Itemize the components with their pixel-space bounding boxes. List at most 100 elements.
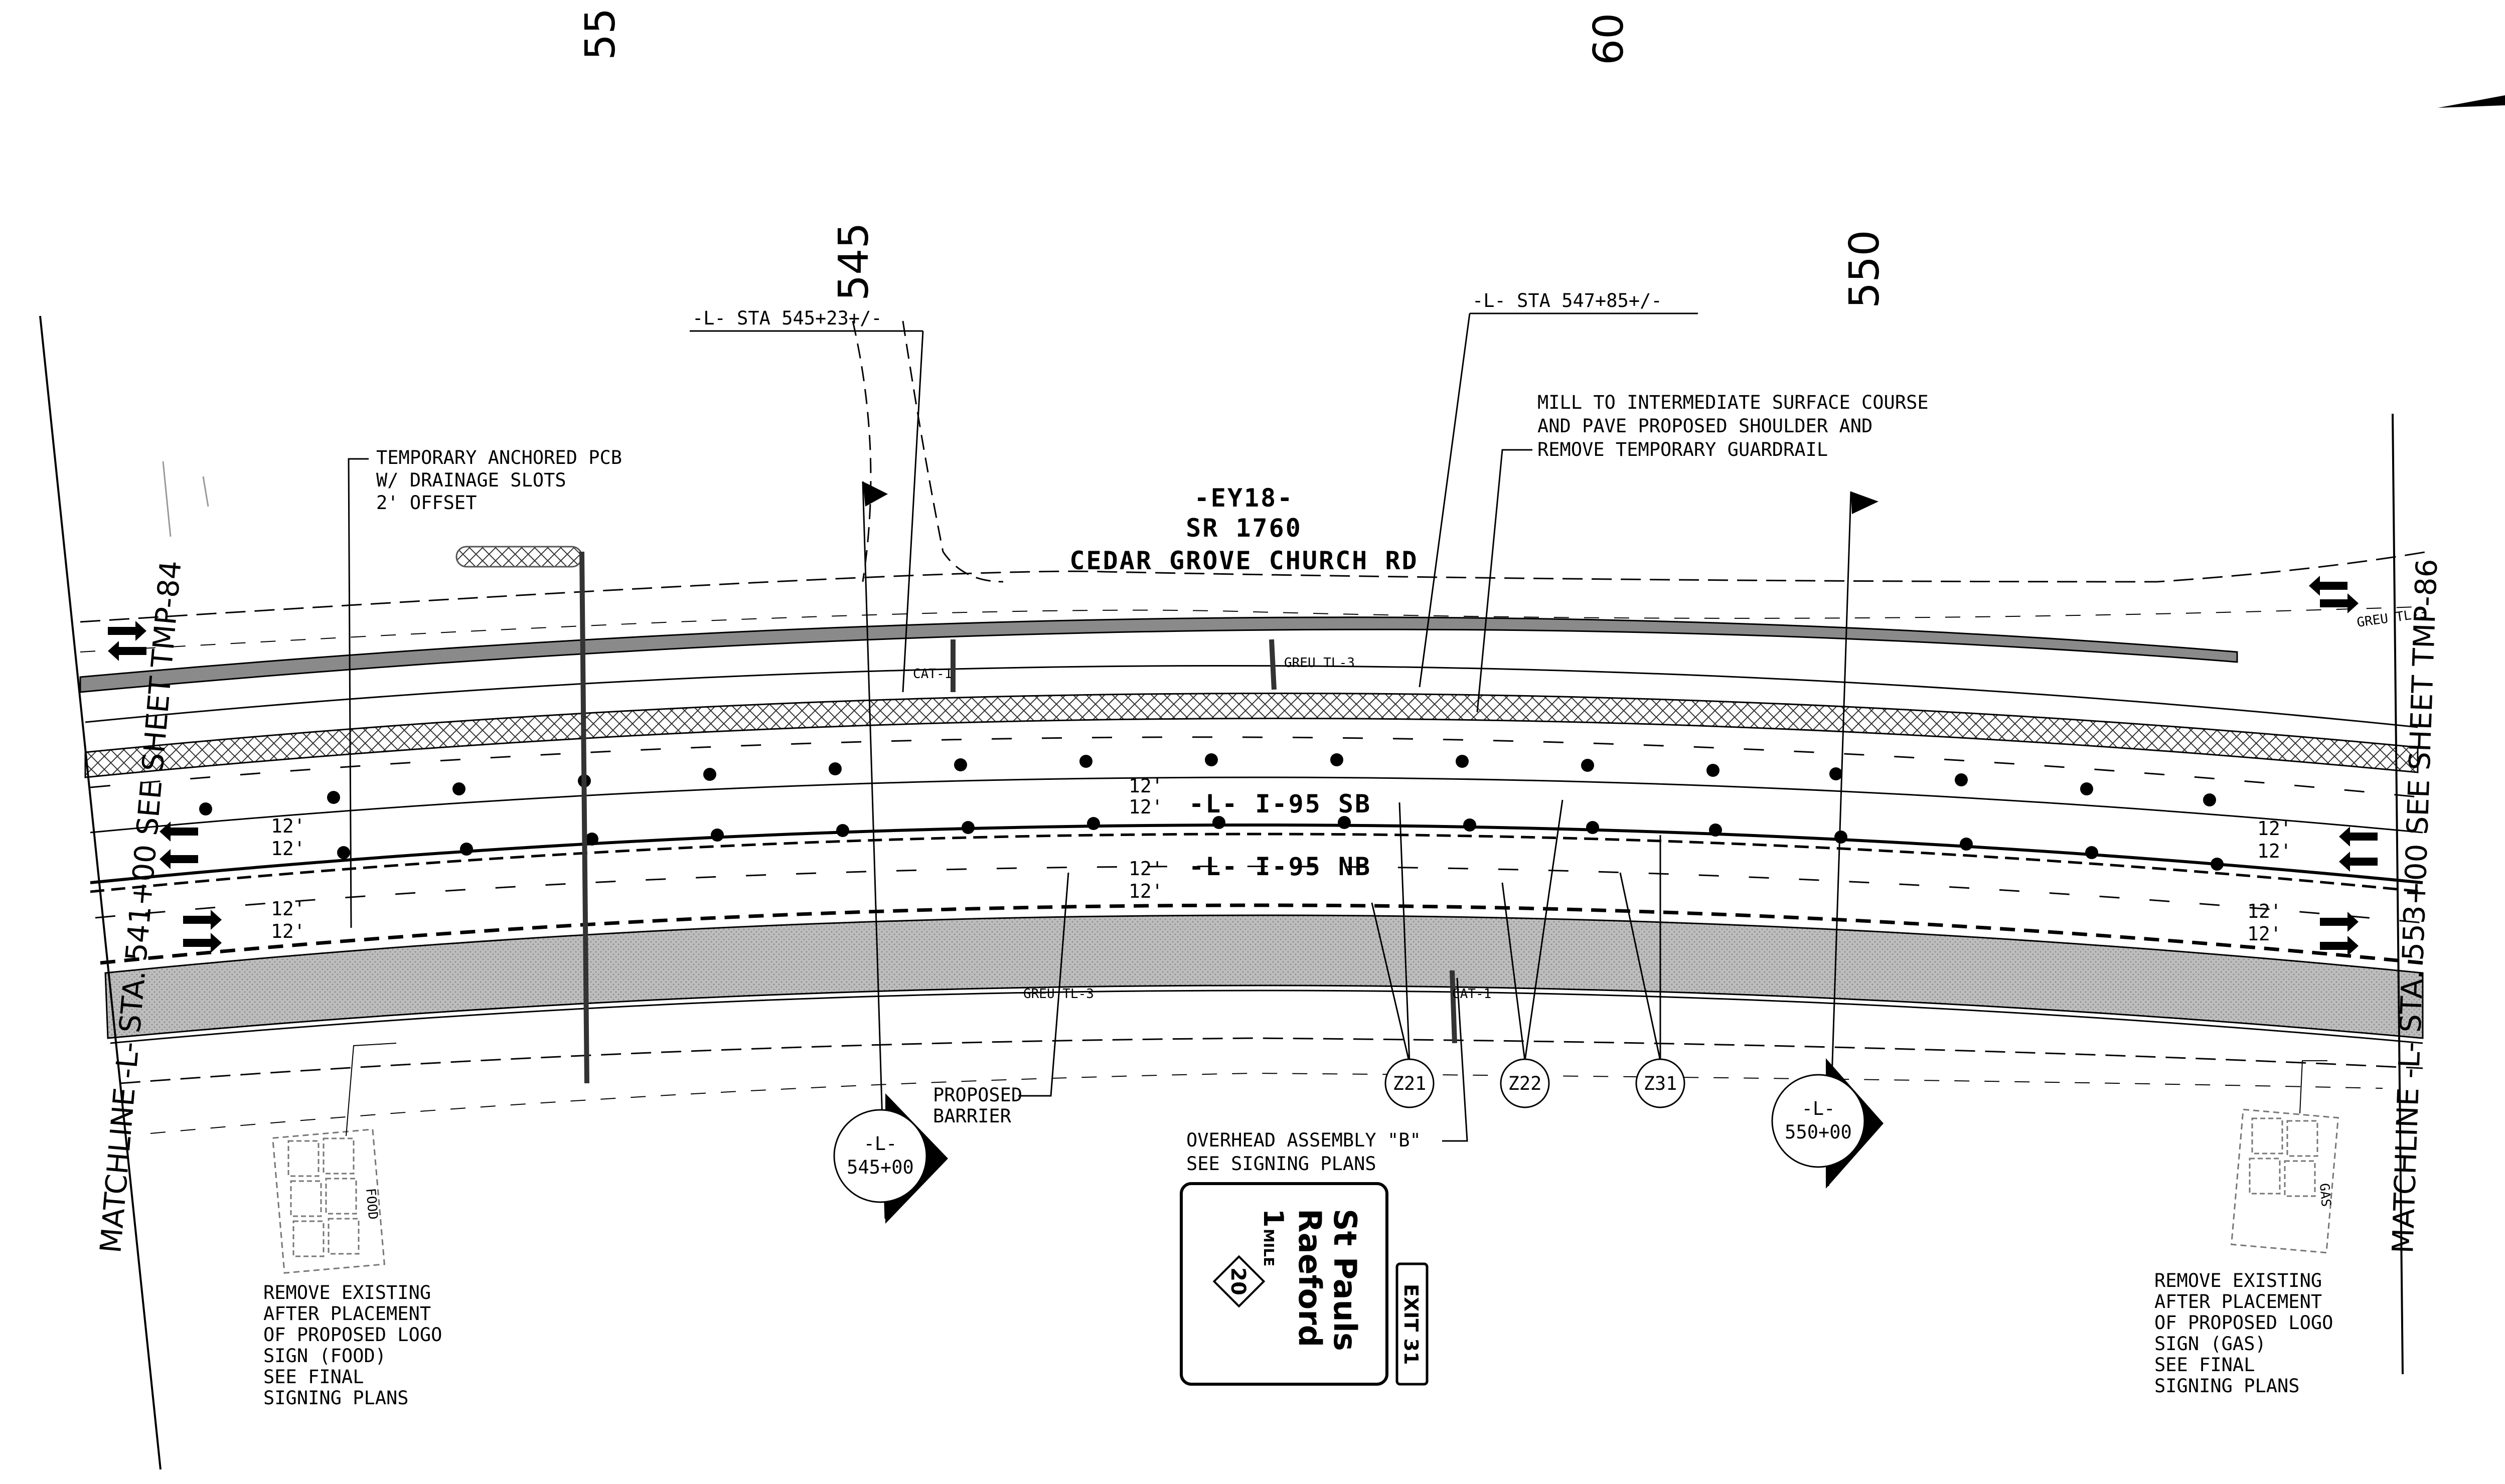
remove-food-6: SIGNING PLANS (263, 1387, 409, 1409)
logo-gas-label: GAS (2316, 1183, 2333, 1207)
nb-ramp-centerline (150, 1072, 2383, 1134)
lane-width: 12' (1129, 796, 1163, 818)
callout-remove-gas: REMOVE EXISTING AFTER PLACEMENT OF PROPO… (2154, 1270, 2344, 1397)
road-labels: -EY18- SR 1760 CEDAR GROVE CHURCH RD -L-… (1069, 483, 1418, 881)
leader-sta-545-drop (902, 331, 924, 693)
attenuator-icon (455, 546, 583, 568)
leader-barrier (1018, 872, 1069, 1097)
flag-icon (863, 481, 888, 507)
north-arrow-icon (2438, 95, 2505, 108)
arrow-right-icon (2320, 912, 2359, 932)
callout-overhead-1: OVERHEAD ASSEMBLY "B" (1186, 1129, 1421, 1151)
sign-id-circle (1384, 1058, 1435, 1108)
lane-width: 12' (2247, 900, 2282, 922)
lane-width: 12' (271, 898, 305, 920)
top-left-mark (162, 461, 172, 537)
remove-food-3: OF PROPOSED LOGO (263, 1324, 442, 1346)
remove-food-5: SEE FINAL (263, 1366, 364, 1388)
station-marker-545-top: -L- (864, 1133, 897, 1155)
sign-line-2: Raeford (1292, 1209, 1328, 1347)
arrow-right-icon (183, 910, 222, 930)
lane-width: 12' (1129, 858, 1163, 880)
logo-signs: FOOD GAS (271, 1043, 2339, 1274)
callout-pcb: TEMPORARY ANCHORED PCB W/ DRAINAGE SLOTS… (376, 447, 633, 514)
sign-id-circle (1635, 1058, 1685, 1108)
matchline-left: MATCHLINE -L- STA. 541+00 SEE SHEET TMP-… (93, 559, 188, 1254)
lane-width: 12' (1129, 880, 1163, 902)
nb-ramp-edge (120, 1037, 2423, 1084)
leader-z22b (1524, 799, 1563, 1061)
route-number: 20 (1226, 1267, 1249, 1295)
lane-width: 12' (2247, 923, 2282, 945)
sb-lane-line-2 (90, 736, 2423, 798)
arrow-left-icon (160, 821, 198, 842)
leader-z22 (1501, 882, 1526, 1061)
station-marker-circle (1771, 1074, 1865, 1168)
station-550: 550 (1841, 230, 1889, 308)
callout-sta-547: -L- STA 547+85+/- (1472, 290, 1662, 311)
callout-overhead: OVERHEAD ASSEMBLY "B" SEE SIGNING PLANS (1186, 1129, 1432, 1175)
sign-mile: 1 (1258, 1209, 1289, 1228)
top-left-mark-2 (202, 476, 209, 507)
sign-id-z22: Z22 (1508, 1073, 1542, 1094)
matchline-left-line (39, 315, 162, 1470)
remove-gas-2: AFTER PLACEMENT (2154, 1291, 2322, 1312)
station-markers: -L- 545+00 -L- 550+00 (833, 1058, 1884, 1224)
flag-icon (1851, 491, 1878, 514)
road-name: CEDAR GROVE CHURCH RD (1069, 546, 1418, 575)
road-sr1760: SR 1760 (1186, 514, 1302, 543)
cat1-label-bottom: CAT-1 (1452, 986, 1491, 1002)
lane-width: 12' (271, 815, 305, 837)
lane-width-labels: 12' 12' 12' 12' 12' 12' 12' 12' 12' 12' … (271, 775, 2292, 945)
logo-sign-frame (2230, 1108, 2339, 1254)
sb-guardrail-band (79, 616, 2238, 693)
sign-callouts: Z21 Z22 Z31 (1371, 799, 1685, 1108)
arrow-left-icon (2339, 827, 2378, 847)
sign-text-rotated: St Pauls Raeford 1 MILE 20 (1212, 1209, 1363, 1351)
leader-gas (2299, 1060, 2327, 1114)
exit-tab (1395, 1262, 1429, 1386)
station-545: 545 (830, 222, 878, 301)
remove-gas-6: SIGNING PLANS (2154, 1375, 2300, 1397)
logo-panels (287, 1137, 360, 1257)
station-55: 55 (577, 8, 624, 60)
sign-id-z31: Z31 (1644, 1073, 1677, 1094)
leader-sta-547-drop (1419, 313, 1471, 688)
callout-barrier-2: BARRIER (933, 1105, 1012, 1127)
median-barrier-top (90, 823, 2423, 884)
callout-barrier: PROPOSED BARRIER (933, 1084, 1034, 1127)
arrow-right-icon (2320, 593, 2359, 613)
arrow-right-icon (2320, 936, 2359, 956)
devices: CAT-1 GREU TL-3 GREU TL-3 GREU TL-3 CAT-… (455, 546, 2428, 1084)
arrow-left-icon (160, 849, 198, 869)
remove-gas-1: REMOVE EXISTING (2154, 1270, 2322, 1291)
station-marker-circle (833, 1109, 927, 1203)
sign-id-circle (1500, 1058, 1550, 1108)
remove-food-1: REMOVE EXISTING (263, 1282, 431, 1303)
callout-overhead-2: SEE SIGNING PLANS (1186, 1153, 1376, 1175)
station-marker-550-top: -L- (1802, 1098, 1835, 1119)
service-road-centerline (80, 606, 2418, 652)
nb-shoulder-outer (110, 990, 2423, 1044)
remove-gas-3: OF PROPOSED LOGO (2154, 1312, 2333, 1334)
callout-mill: MILL TO INTERMEDIATE SURFACE COURSE AND … (1537, 392, 1940, 460)
callout-mill-1: MILL TO INTERMEDIATE SURFACE COURSE (1537, 392, 1929, 413)
leader-z21 (1371, 902, 1411, 1064)
callout-barrier-1: PROPOSED (933, 1084, 1022, 1106)
logo-food-label: FOOD (363, 1188, 380, 1220)
alignment-sb: -L- I-95 SB (1189, 789, 1371, 818)
remove-gas-5: SEE FINAL (2154, 1354, 2255, 1376)
sb-raised-markers (199, 753, 2224, 871)
logo-panels (2249, 1117, 2318, 1197)
service-road-edge (80, 551, 2428, 623)
callout-pcb-1: TEMPORARY ANCHORED PCB (376, 447, 622, 468)
sign-line-1: St Pauls (1327, 1209, 1363, 1351)
sb-shoulder-edge (85, 665, 2418, 728)
callout-pcb-2: W/ DRAINAGE SLOTS (376, 469, 566, 491)
arrow-right-icon (108, 621, 146, 641)
callout-pcb-3: 2' OFFSET (376, 492, 477, 514)
remove-food-2: AFTER PLACEMENT (263, 1303, 431, 1325)
top-stations: 55 60 545 550 (577, 8, 1889, 308)
leader-z21b (1398, 802, 1411, 1064)
